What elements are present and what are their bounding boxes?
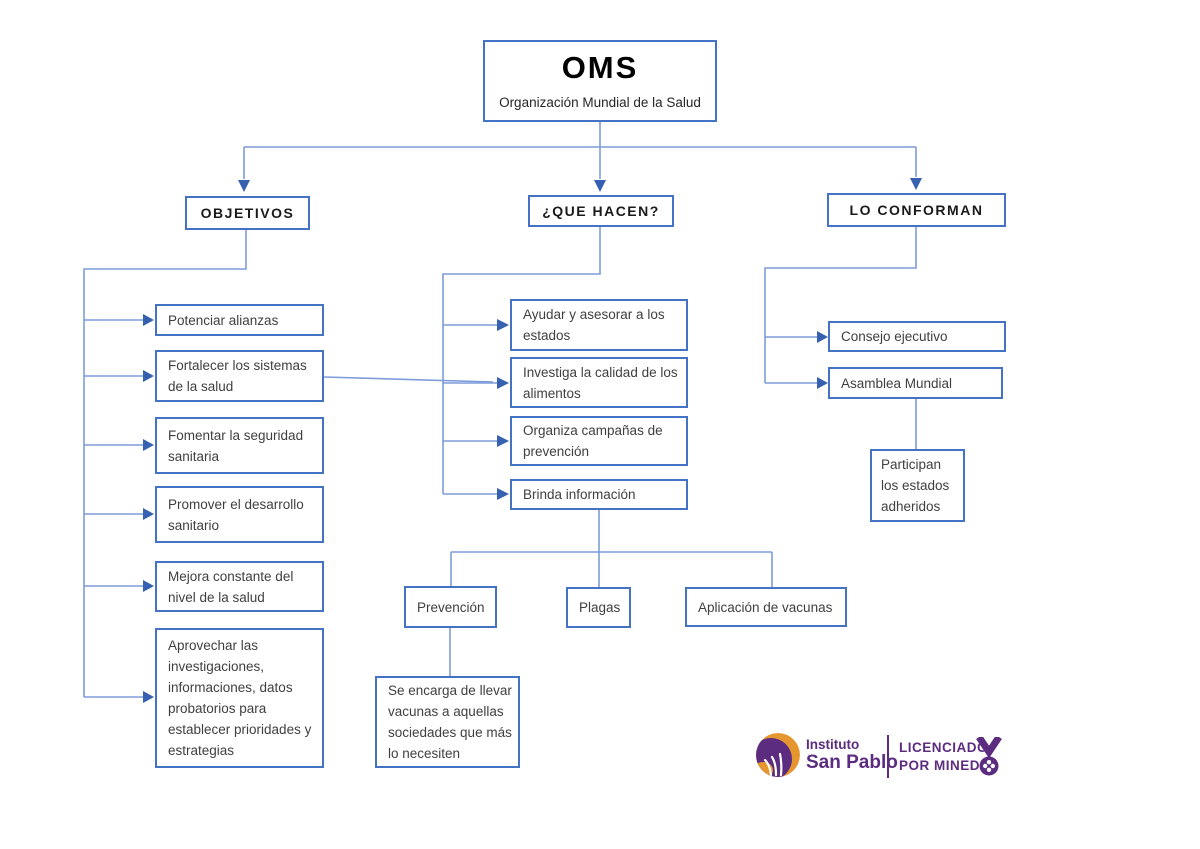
license-line-2: POR MINEDU xyxy=(899,758,991,773)
objetivo-item-fortalecer: Fortalecer los sistemas de la salud xyxy=(155,350,324,402)
branch-header-que-hacen: ¿QUE HACEN? xyxy=(528,195,674,227)
footer-brand: Instituto San Pablo LICENCIADO POR MINED… xyxy=(756,731,1016,783)
oms-title: OMS xyxy=(561,49,639,85)
instituto-san-pablo-logo-icon xyxy=(756,733,800,777)
asamblea-detail: Participan los estados adheridos xyxy=(870,449,965,522)
objetivo-item-promover: Promover el desarrollo sanitario xyxy=(155,486,324,543)
objetivo-item-potenciar: Potenciar alianzas xyxy=(155,304,324,336)
objetivo-item-fomentar: Fomentar la seguridad sanitaria xyxy=(155,417,324,474)
connector-fortalecer-investiga xyxy=(323,376,494,383)
child-aplicacion-vacunas: Aplicación de vacunas xyxy=(685,587,847,627)
child-prevencion: Prevención xyxy=(404,586,497,628)
branch-header-objetivos: OBJETIVOS xyxy=(185,196,310,230)
que-hacen-item-organiza: Organiza campañas de prevención xyxy=(510,416,688,466)
child-plagas: Plagas xyxy=(566,587,631,628)
prevencion-detail: Se encarga de llevar vacunas a aquellas … xyxy=(375,676,520,768)
conforman-item-consejo: Consejo ejecutivo xyxy=(828,321,1006,352)
minedu-medal-icon xyxy=(976,737,1002,776)
branch-header-lo-conforman: LO CONFORMAN xyxy=(827,193,1006,227)
brand-line-2: San Pablo xyxy=(806,752,898,773)
brand-name: Instituto San Pablo xyxy=(806,737,898,774)
oms-root-box: OMS Organización Mundial de la Salud xyxy=(483,40,717,122)
que-hacen-item-investiga: Investiga la calidad de los alimentos xyxy=(510,357,688,408)
brand-divider xyxy=(887,735,889,778)
connector-lo-conforman-trunk xyxy=(764,227,917,383)
conforman-item-asamblea: Asamblea Mundial xyxy=(828,367,1003,399)
objetivo-item-aprovechar: Aprovechar las investigaciones, informac… xyxy=(155,628,324,768)
license-line-1: LICENCIADO xyxy=(899,740,988,755)
oms-subtitle: Organización Mundial de la Salud xyxy=(499,94,701,110)
brand-line-1: Instituto xyxy=(806,737,860,752)
license-text: LICENCIADO POR MINEDU xyxy=(899,739,990,775)
que-hacen-item-ayudar: Ayudar y asesorar a los estados xyxy=(510,299,688,351)
objetivo-item-mejora: Mejora constante del nivel de la salud xyxy=(155,561,324,612)
que-hacen-item-brinda: Brinda información xyxy=(510,479,688,510)
